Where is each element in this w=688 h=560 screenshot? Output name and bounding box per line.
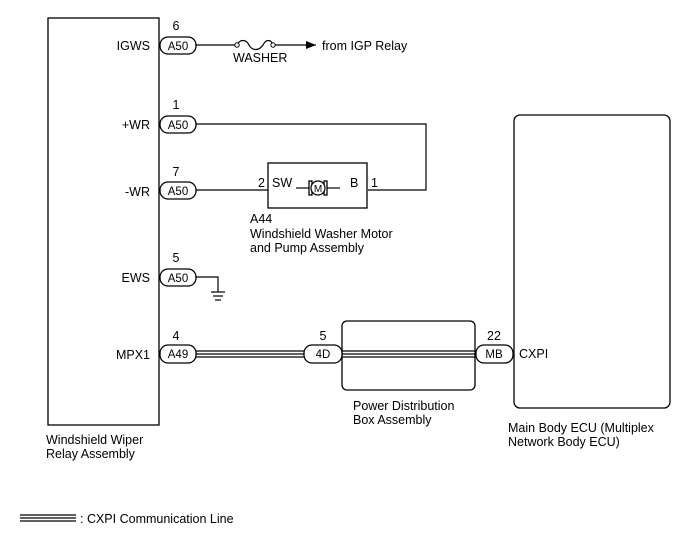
fuse-label: WASHER [233, 51, 287, 65]
svg-text:A50: A50 [168, 120, 188, 132]
connector-pdb: 4D [303, 344, 343, 364]
cxpi-line-through-box [342, 350, 475, 358]
ecu-pin-number: 22 [487, 329, 501, 343]
wiper-relay-name-1: Windshield Wiper [46, 433, 143, 447]
pdb-pin-number: 5 [320, 329, 327, 343]
motor-pin-sw-label: SW [272, 176, 292, 190]
ground-icon [211, 291, 225, 301]
connector-ews: A50 [159, 268, 197, 287]
pin-number-minus-wr: 7 [173, 165, 180, 179]
connector-plus-wr: A50 [159, 115, 197, 134]
pin-number-igws: 6 [173, 19, 180, 33]
washer-motor-code: A44 [250, 212, 272, 226]
wire-ews [195, 276, 219, 292]
motor-icon: M [308, 180, 328, 196]
main-body-ecu-box [513, 114, 671, 409]
washer-motor-name-2: and Pump Assembly [250, 241, 365, 255]
svg-text:A49: A49 [168, 349, 188, 361]
svg-text:A50: A50 [168, 41, 188, 53]
wiper-relay-box [47, 17, 160, 426]
svg-text:A50: A50 [168, 273, 188, 285]
connector-ecu: MB [475, 344, 514, 364]
arrow-icon [306, 41, 316, 49]
pdb-name-2: Box Assembly [353, 413, 432, 427]
svg-text:MB: MB [485, 349, 503, 361]
terminal-label-ews: EWS [122, 271, 150, 285]
connector-igws: A50 [159, 36, 197, 55]
pin-number-mpx1: 4 [173, 329, 180, 343]
ecu-terminal-cxpi: CXPI [519, 347, 548, 361]
terminal-label-mpx1: MPX1 [116, 348, 150, 362]
terminal-label-igws: IGWS [117, 39, 150, 53]
motor-pin-b-number: 1 [371, 176, 378, 190]
power-distribution-box [341, 320, 476, 391]
wiper-relay-name-2: Relay Assembly [46, 447, 136, 461]
source-label: from IGP Relay [322, 39, 408, 53]
svg-text:A50: A50 [168, 186, 188, 198]
pin-number-plus-wr: 1 [173, 98, 180, 112]
terminal-label-plus-wr: +WR [122, 118, 150, 132]
pin-number-ews: 5 [173, 251, 180, 265]
ecu-name-1: Main Body ECU (Multiplex [508, 421, 655, 435]
svg-text:4D: 4D [316, 349, 331, 361]
motor-pin-b-label: B [350, 176, 358, 190]
ecu-name-2: Network Body ECU) [508, 435, 620, 449]
wire-plus-wr [195, 123, 427, 191]
connector-mpx1: A49 [159, 344, 197, 364]
motor-pin-sw-number: 2 [258, 176, 265, 190]
legend-text: : CXPI Communication Line [80, 512, 234, 526]
terminal-label-minus-wr: -WR [125, 185, 150, 199]
washer-motor-name-1: Windshield Washer Motor [250, 227, 393, 241]
svg-text:M: M [314, 184, 322, 195]
pdb-name-1: Power Distribution [353, 399, 454, 413]
connector-minus-wr: A50 [159, 181, 197, 200]
fuse-symbol [236, 39, 274, 51]
legend-cxpi-line-symbol [20, 514, 76, 522]
